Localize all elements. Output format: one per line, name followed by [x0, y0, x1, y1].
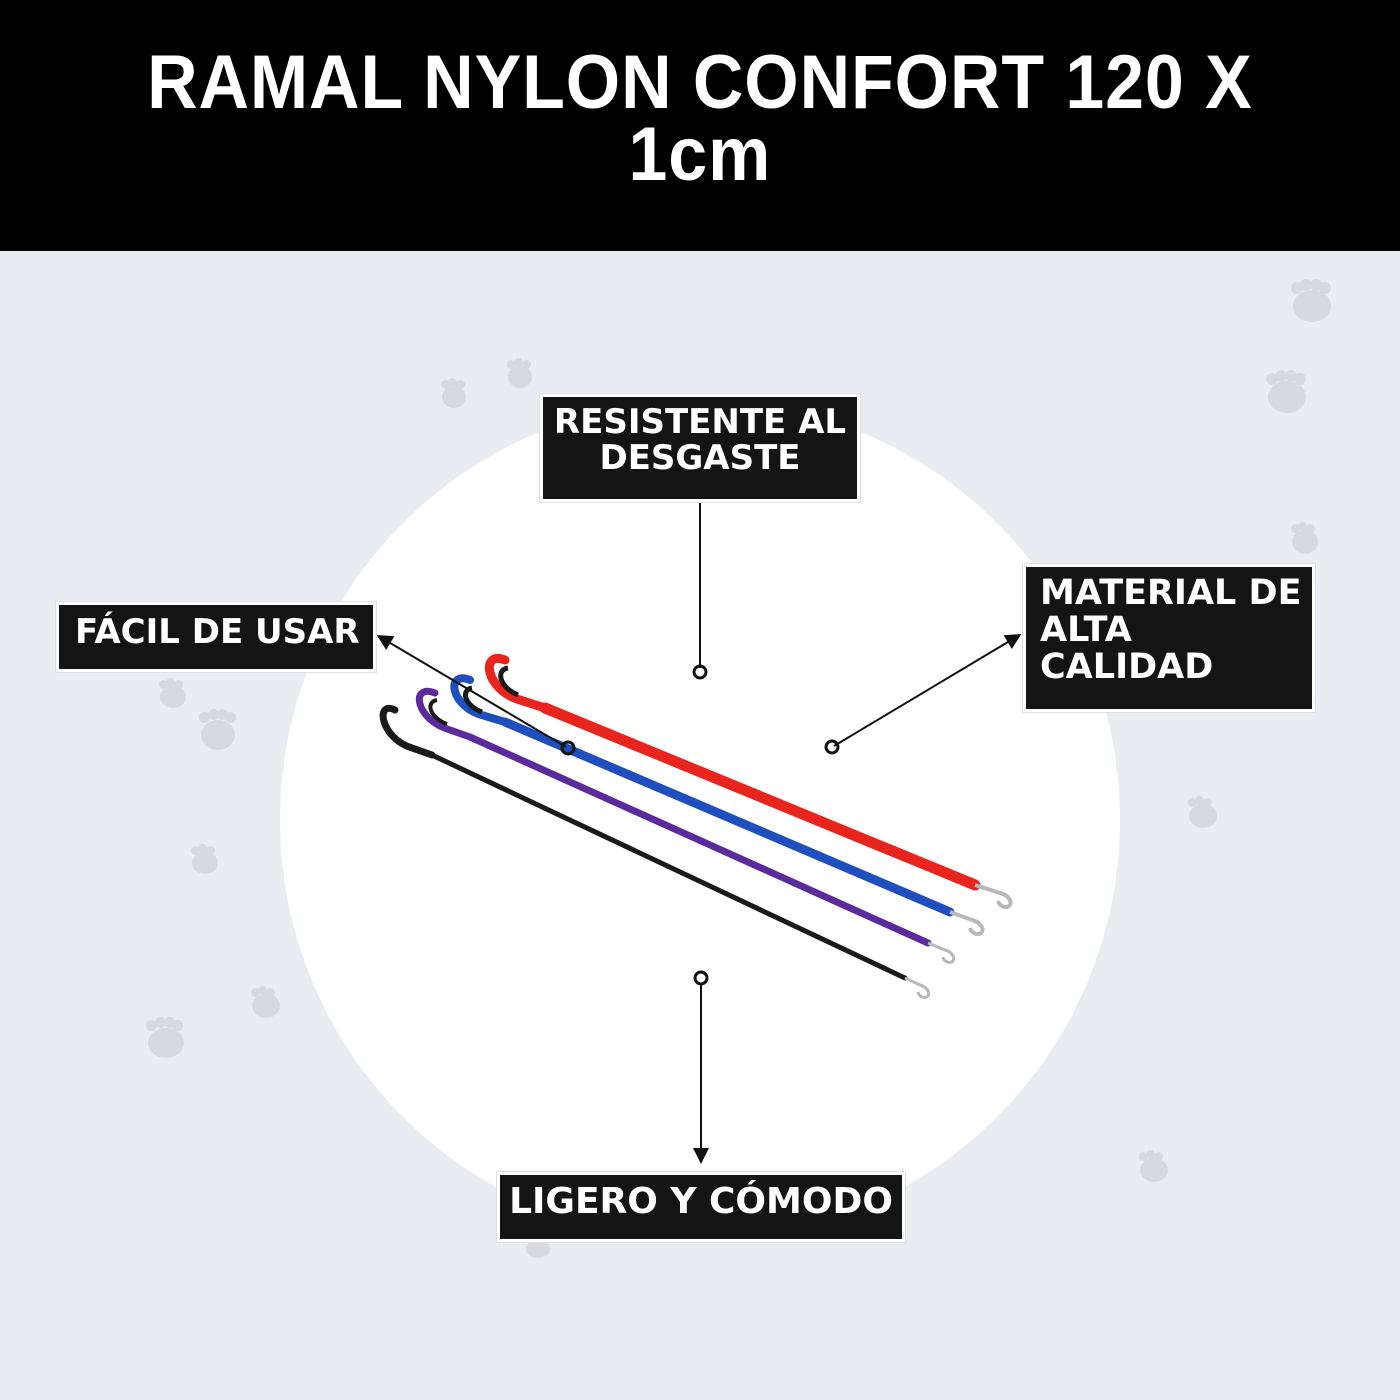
- callout-right-line1: MATERIAL DE: [1040, 573, 1302, 613]
- title-line-2: 1cm: [628, 111, 772, 197]
- callout-line-left: [376, 634, 576, 756]
- callout-line-bottom: [693, 970, 709, 1164]
- callout-bottom-line1: LIGERO Y CÓMODO: [509, 1181, 893, 1222]
- callout-right-line3: CALIDAD: [1040, 646, 1214, 687]
- leash-red: [485, 653, 1013, 910]
- callout-material: MATERIAL DE ALTA CALIDAD: [1023, 564, 1315, 712]
- callout-facil-de-usar: FÁCIL DE USAR: [56, 602, 376, 672]
- callout-resistente: RESISTENTE AL DESGASTE: [540, 394, 860, 502]
- leash-blue: [450, 674, 985, 937]
- leash-black: [379, 704, 931, 999]
- product-title: RAMAL NYLON CONFORT 120 X 1cm: [147, 39, 1253, 197]
- callout-left-line1: FÁCIL DE USAR: [75, 612, 360, 652]
- callout-ligero: LIGERO Y CÓMODO: [497, 1172, 905, 1242]
- callout-top-line1: RESISTENTE AL: [553, 402, 847, 442]
- header-banner: RAMAL NYLON CONFORT 120 X 1cm: [0, 0, 1400, 251]
- callout-top-line2: DESGASTE: [599, 437, 801, 478]
- callout-line-right: [824, 633, 1022, 755]
- title-line-1: RAMAL NYLON CONFORT 120 X: [147, 39, 1253, 125]
- callout-line-top: [692, 502, 708, 680]
- leash-purple: [416, 687, 956, 964]
- callout-right-line2: ALTA: [1040, 609, 1132, 650]
